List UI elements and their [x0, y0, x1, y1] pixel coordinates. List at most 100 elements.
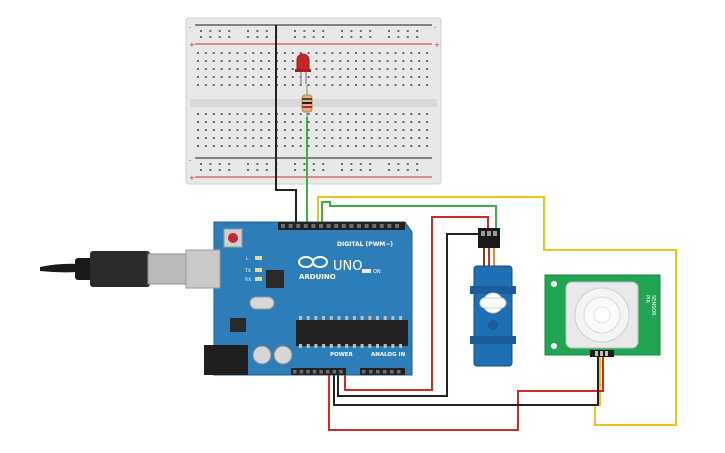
- breadboard-hole[interactable]: [244, 121, 247, 123]
- breadboard-hole[interactable]: [418, 145, 421, 147]
- breadboard-hole[interactable]: [418, 52, 421, 54]
- breadboard-hole[interactable]: [347, 68, 350, 70]
- breadboard-hole[interactable]: [260, 60, 263, 62]
- breadboard-hole[interactable]: [220, 84, 223, 86]
- breadboard-hole[interactable]: [426, 84, 429, 86]
- breadboard-hole[interactable]: [350, 169, 353, 171]
- digital-pin[interactable]: [364, 224, 369, 228]
- breadboard-hole[interactable]: [291, 145, 294, 147]
- breadboard-hole[interactable]: [370, 113, 373, 115]
- breadboard-hole[interactable]: [256, 36, 259, 38]
- breadboard-hole[interactable]: [260, 145, 263, 147]
- breadboard-hole[interactable]: [197, 145, 199, 147]
- breadboard-hole[interactable]: [397, 169, 400, 171]
- analog-pin[interactable]: [390, 370, 394, 374]
- breadboard-hole[interactable]: [378, 76, 381, 78]
- breadboard-hole[interactable]: [370, 52, 373, 54]
- breadboard-hole[interactable]: [204, 145, 207, 147]
- breadboard-hole[interactable]: [312, 36, 315, 38]
- breadboard-hole[interactable]: [339, 68, 342, 70]
- breadboard-hole[interactable]: [228, 68, 231, 70]
- breadboard-hole[interactable]: [204, 137, 207, 139]
- breadboard-hole[interactable]: [236, 76, 239, 78]
- breadboard-hole[interactable]: [220, 60, 223, 62]
- breadboard-hole[interactable]: [212, 52, 215, 54]
- breadboard-hole[interactable]: [347, 84, 350, 86]
- breadboard-hole[interactable]: [406, 163, 409, 165]
- breadboard-hole[interactable]: [244, 68, 247, 70]
- breadboard-hole[interactable]: [386, 145, 389, 147]
- breadboard-hole[interactable]: [388, 30, 390, 32]
- breadboard-hole[interactable]: [299, 129, 302, 131]
- breadboard-hole[interactable]: [402, 68, 405, 70]
- breadboard-hole[interactable]: [362, 137, 365, 139]
- breadboard-hole[interactable]: [303, 30, 306, 32]
- breadboard-hole[interactable]: [322, 169, 325, 171]
- breadboard-hole[interactable]: [260, 137, 263, 139]
- digital-pin[interactable]: [372, 224, 377, 228]
- breadboard-hole[interactable]: [355, 145, 357, 147]
- breadboard-hole[interactable]: [212, 113, 215, 115]
- breadboard-hole[interactable]: [260, 68, 263, 70]
- breadboard-hole[interactable]: [418, 76, 421, 78]
- breadboard-hole[interactable]: [426, 60, 429, 62]
- breadboard-hole[interactable]: [362, 145, 365, 147]
- breadboard-hole[interactable]: [283, 137, 286, 139]
- breadboard-hole[interactable]: [212, 145, 215, 147]
- breadboard-hole[interactable]: [323, 137, 326, 139]
- breadboard-hole[interactable]: [244, 145, 247, 147]
- arduino-board[interactable]: DIGITAL (PWM~) ARDUINO UNO ON L TX RX P: [185, 221, 413, 376]
- breadboard-hole[interactable]: [416, 30, 419, 32]
- breadboard-hole[interactable]: [212, 121, 215, 123]
- breadboard-hole[interactable]: [256, 169, 259, 171]
- breadboard-hole[interactable]: [228, 137, 231, 139]
- breadboard-hole[interactable]: [406, 30, 409, 32]
- breadboard-hole[interactable]: [370, 137, 373, 139]
- digital-pin[interactable]: [357, 224, 361, 228]
- breadboard-hole[interactable]: [283, 84, 286, 86]
- breadboard-hole[interactable]: [418, 137, 421, 139]
- breadboard-hole[interactable]: [426, 137, 429, 139]
- breadboard-hole[interactable]: [426, 145, 429, 147]
- breadboard-hole[interactable]: [315, 68, 318, 70]
- breadboard-hole[interactable]: [209, 163, 212, 165]
- breadboard-hole[interactable]: [244, 52, 247, 54]
- breadboard-hole[interactable]: [347, 145, 350, 147]
- breadboard-hole[interactable]: [410, 137, 413, 139]
- breadboard-hole[interactable]: [397, 30, 400, 32]
- breadboard-hole[interactable]: [402, 137, 405, 139]
- power-pin[interactable]: [293, 370, 297, 374]
- breadboard-hole[interactable]: [322, 30, 325, 32]
- breadboard-hole[interactable]: [426, 52, 429, 54]
- breadboard-hole[interactable]: [386, 68, 389, 70]
- breadboard-hole[interactable]: [426, 76, 429, 78]
- digital-pin[interactable]: [379, 224, 384, 228]
- breadboard-hole[interactable]: [283, 145, 286, 147]
- breadboard-hole[interactable]: [397, 163, 400, 165]
- breadboard-hole[interactable]: [204, 60, 207, 62]
- breadboard-hole[interactable]: [299, 113, 302, 115]
- breadboard-hole[interactable]: [331, 68, 334, 70]
- breadboard-hole[interactable]: [402, 113, 405, 115]
- breadboard-hole[interactable]: [307, 76, 310, 78]
- breadboard-hole[interactable]: [244, 84, 247, 86]
- breadboard-hole[interactable]: [388, 36, 390, 38]
- breadboard-hole[interactable]: [307, 145, 310, 147]
- breadboard-hole[interactable]: [252, 121, 255, 123]
- breadboard-hole[interactable]: [265, 36, 268, 38]
- breadboard-hole[interactable]: [416, 169, 419, 171]
- breadboard-hole[interactable]: [362, 129, 365, 131]
- pir-sensor[interactable]: PIR SENSOR: [544, 274, 661, 357]
- breadboard-hole[interactable]: [402, 60, 405, 62]
- breadboard-hole[interactable]: [394, 121, 397, 123]
- breadboard-hole[interactable]: [252, 52, 255, 54]
- breadboard-hole[interactable]: [260, 113, 263, 115]
- breadboard-hole[interactable]: [283, 113, 286, 115]
- breadboard-hole[interactable]: [323, 145, 326, 147]
- breadboard-hole[interactable]: [260, 121, 263, 123]
- servo-motor[interactable]: [470, 228, 516, 367]
- breadboard-hole[interactable]: [339, 52, 342, 54]
- breadboard-hole[interactable]: [362, 76, 365, 78]
- breadboard-hole[interactable]: [268, 121, 271, 123]
- breadboard-hole[interactable]: [220, 137, 223, 139]
